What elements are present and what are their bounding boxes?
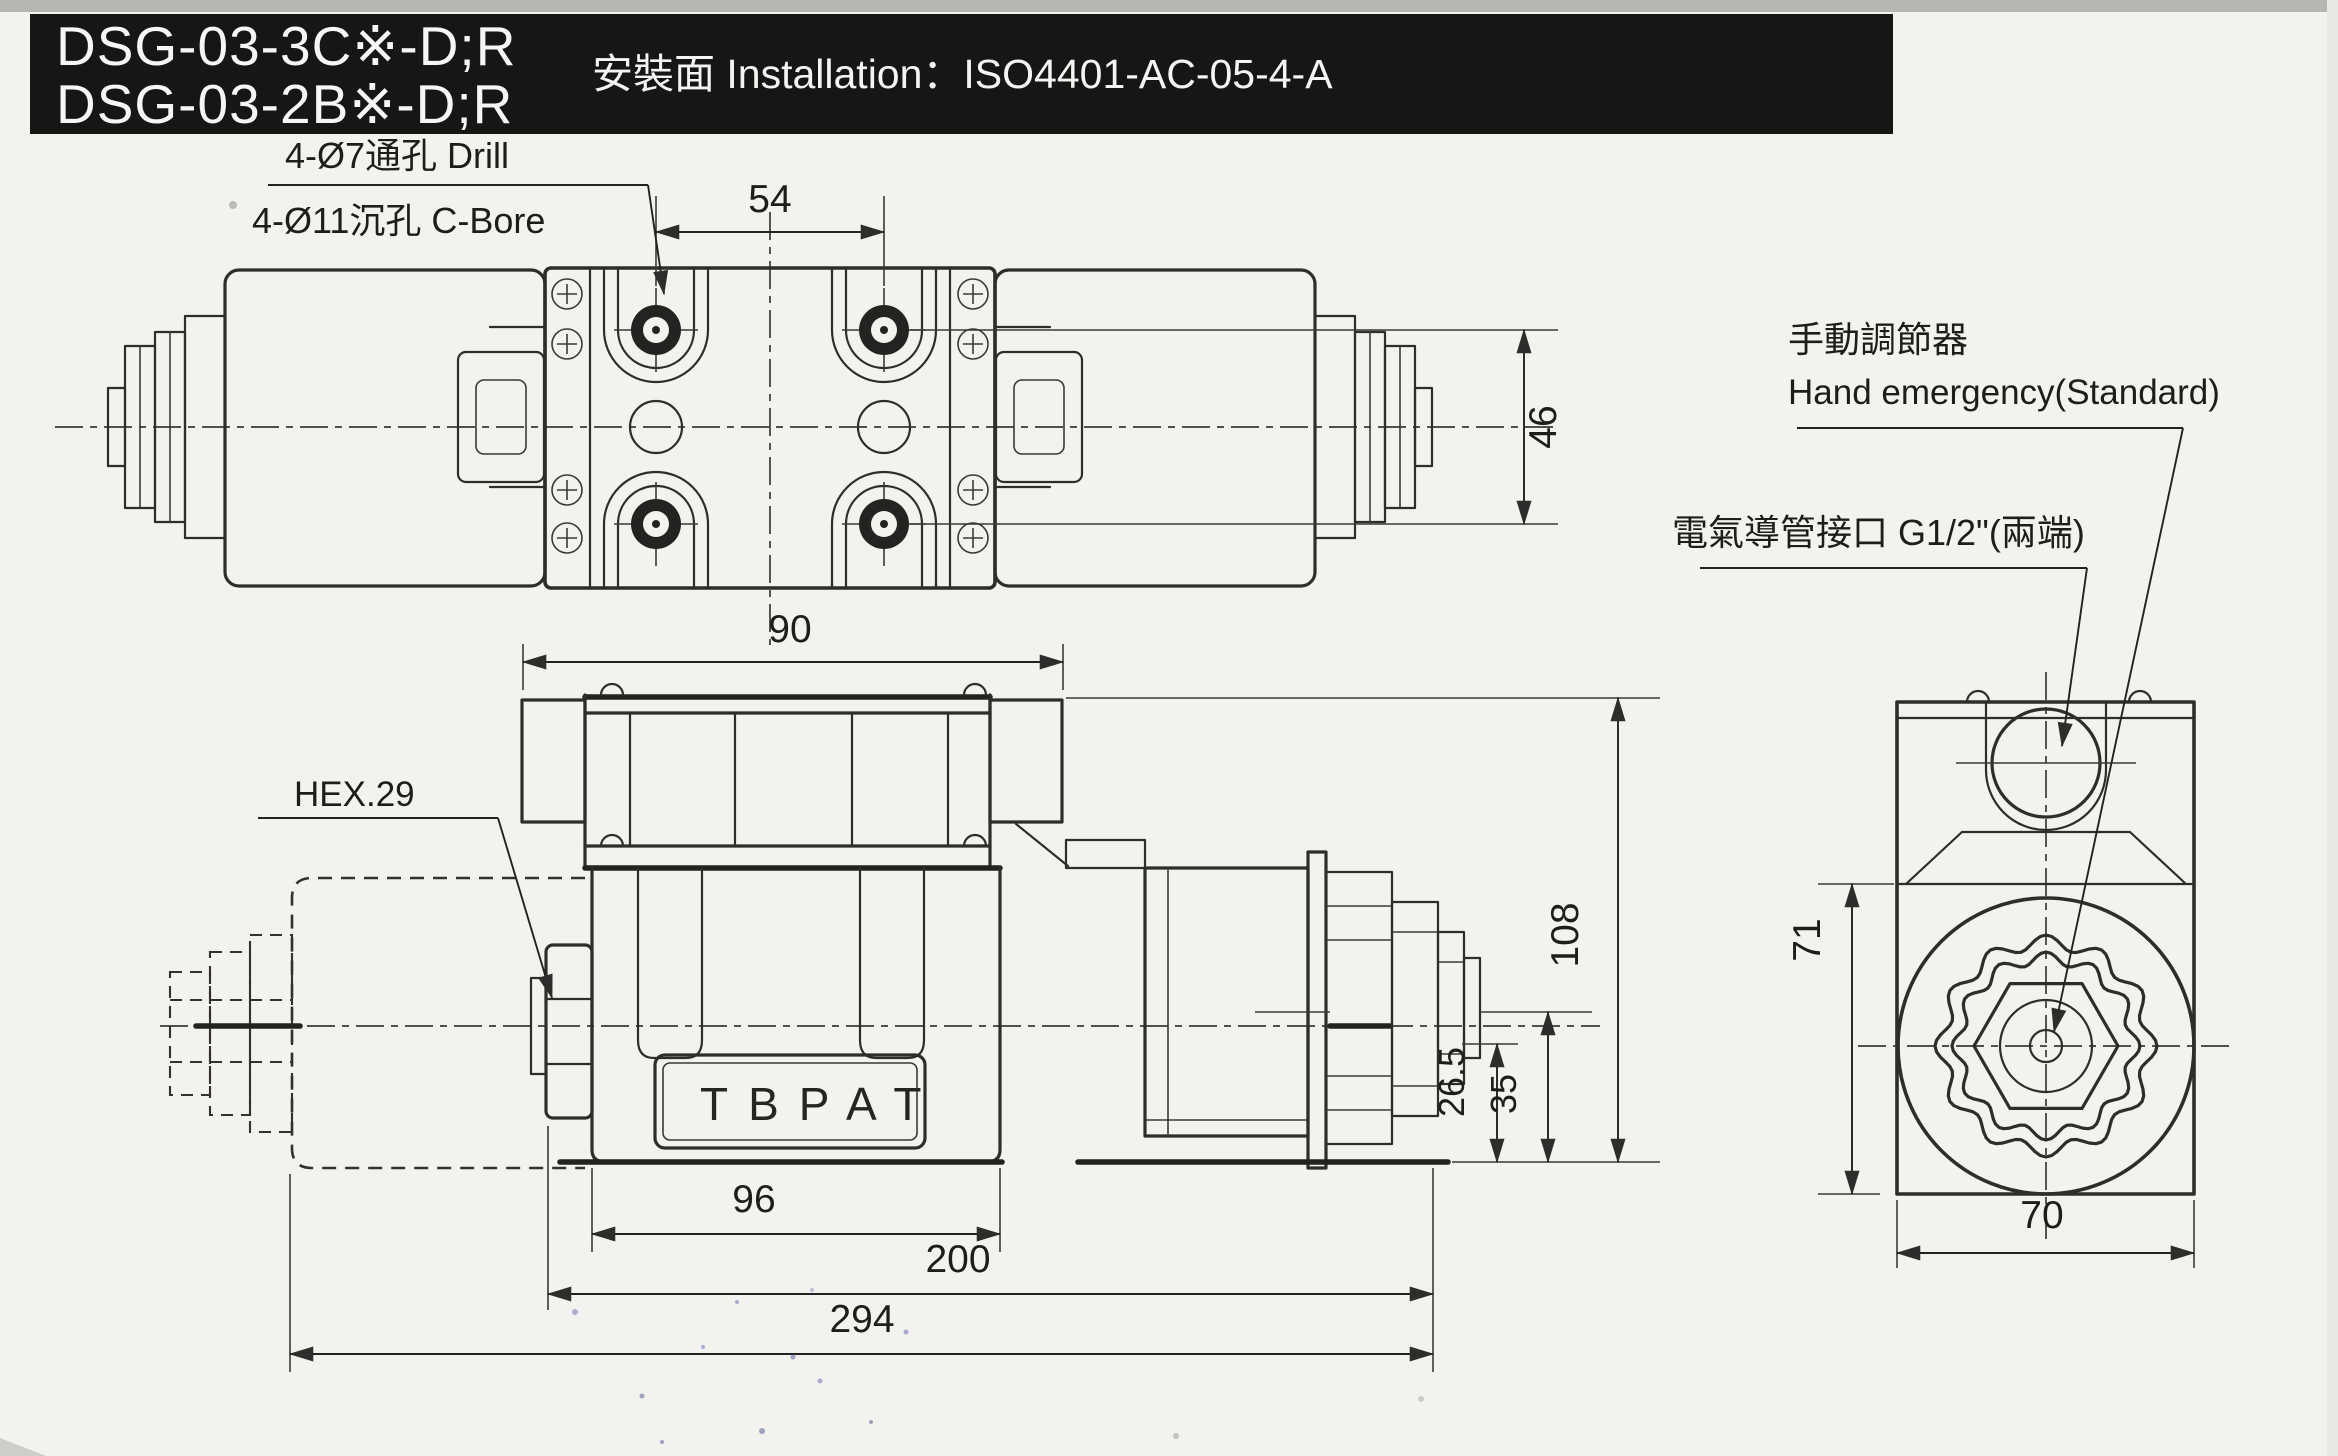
- dim-35: 35: [1255, 1010, 1592, 1164]
- dim-90: 90: [521, 608, 1065, 690]
- mounting-holes: [614, 288, 926, 566]
- cbore-hole: [614, 482, 698, 566]
- side-view-centerlines: [1858, 672, 2232, 1240]
- conduit-callout: 電氣導管接口 G1/2"(兩端): [1672, 512, 2088, 748]
- left-solenoid-coil: [223, 268, 547, 588]
- right-armature-plug: [1313, 314, 1434, 540]
- model-code-line1: DSG-03-3C※-D;R: [56, 15, 516, 77]
- valve-body: TBPAT: [590, 866, 1002, 1164]
- dim-text-90: 90: [768, 608, 811, 651]
- manual-adjuster-callout: 手動調節器 Hand emergency(Standard): [1788, 319, 2220, 1034]
- dim-46: 46: [910, 328, 1565, 526]
- dim-26-5: 26.5: [1431, 1042, 1518, 1164]
- dim-200: 200: [546, 1126, 1435, 1372]
- dim-text-70: 70: [2020, 1194, 2063, 1237]
- dim-text-200: 200: [925, 1238, 990, 1281]
- conduit-label: 電氣導管接口 G1/2"(兩端): [1672, 512, 2085, 553]
- adjuster-ring: [1998, 998, 2094, 1094]
- mounting-plate: [543, 266, 997, 590]
- scan-speckles: [229, 201, 1424, 1444]
- dim-text-294: 294: [829, 1298, 894, 1341]
- dim-294: 294: [288, 1174, 1435, 1372]
- dim-text-108: 108: [1544, 902, 1587, 967]
- installation-standard: 安裝面 Installation：ISO4401-AC-05-4-A: [592, 51, 1333, 97]
- hole-callout: 4-Ø7通孔 Drill 4-Ø11沉孔 C-Bore: [252, 135, 669, 296]
- nameplate-text: TBPAT: [700, 1078, 941, 1130]
- model-code-line2: DSG-03-2B※-D;R: [56, 73, 513, 135]
- front-view: TBPAT HEX.29: [160, 608, 1660, 1372]
- header-banner: DSG-03-3C※-D;R DSG-03-2B※-D;R 安裝面 Instal…: [30, 14, 1893, 135]
- banner-background: [30, 14, 1893, 134]
- cbore-hole: [842, 482, 926, 566]
- knurled-ring-outer: [1933, 933, 2159, 1159]
- hex-nut: [529, 943, 594, 1120]
- cbore-hole: [842, 288, 926, 372]
- hex-socket: [1972, 981, 2120, 1111]
- solenoid-face-circle: [1896, 896, 2196, 1196]
- coil-housing: [520, 682, 1070, 871]
- dim-text-54: 54: [748, 178, 791, 221]
- cbore-hole: [614, 288, 698, 372]
- drill-label: 4-Ø7通孔 Drill: [285, 135, 509, 176]
- dim-108: 108: [1066, 696, 1660, 1164]
- dim-71: 71: [1786, 882, 1894, 1196]
- nameplate: TBPAT: [653, 1053, 941, 1150]
- solenoid-end-face: [1896, 896, 2196, 1196]
- side-view: 71 70 手動調節器 Hand emergency(Standard) 電氣導…: [1672, 319, 2232, 1268]
- dim-text-71: 71: [1786, 918, 1829, 961]
- cbore-label: 4-Ø11沉孔 C-Bore: [252, 200, 545, 241]
- right-solenoid-coil: [993, 268, 1317, 588]
- port-circle: [628, 399, 684, 455]
- hex-callout: HEX.29: [258, 775, 553, 1000]
- top-view: 54 46 4-Ø7通孔 Drill 4-Ø11沉孔 C-Bore: [55, 135, 1565, 645]
- yoke-profile: [1895, 830, 2196, 886]
- port-circle: [856, 399, 912, 455]
- manual-adjuster-pin: [2028, 1028, 2064, 1064]
- hex-label: HEX.29: [294, 775, 415, 814]
- manual-adjuster-label-zh: 手動調節器: [1788, 319, 1968, 360]
- dim-text-96: 96: [732, 1178, 775, 1221]
- manual-adjuster-label-en: Hand emergency(Standard): [1788, 373, 2220, 412]
- phantom-left-solenoid: [168, 876, 585, 1170]
- dim-text-46: 46: [1522, 405, 1565, 448]
- flange-screws: [551, 278, 989, 554]
- dim-70: 70: [1895, 1194, 2196, 1268]
- dim-96: 96: [590, 1168, 1002, 1252]
- knurled-ring-inner: [1950, 950, 2142, 1142]
- dim-text-35: 35: [1483, 1074, 1524, 1114]
- right-solenoid: [1064, 838, 1482, 1170]
- dim-text-26-5: 26.5: [1431, 1047, 1472, 1117]
- conduit-boss: [1956, 700, 2136, 832]
